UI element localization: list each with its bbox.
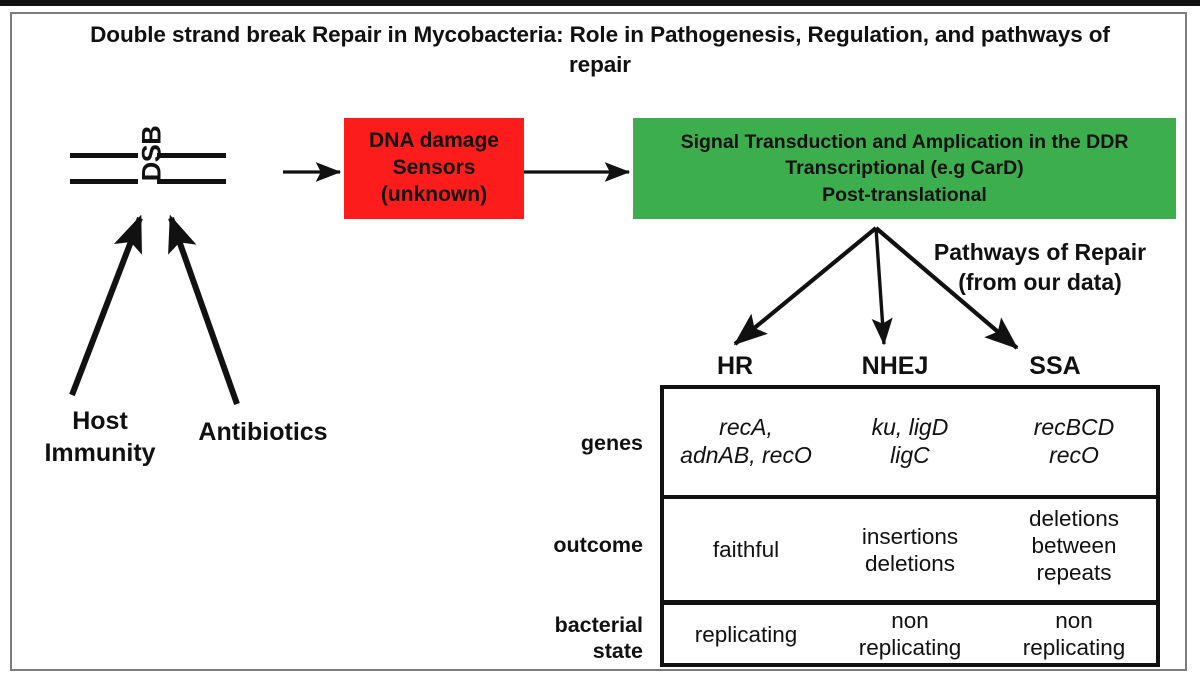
cell-state-nhej: non replicating [828, 605, 992, 663]
cell-outcome-ssa-line-3: repeats [1036, 560, 1112, 585]
pathways-caption-line-2: (from our data) [958, 268, 1122, 295]
cell-outcome-ssa-line-1: deletions [1028, 506, 1120, 531]
dna-damage-sensors-box: DNA damage Sensors (unknown) [344, 118, 524, 219]
figure-title: Double strand break Repair in Mycobacter… [90, 22, 1110, 78]
dna-strand-lower-right [157, 179, 226, 184]
sensor-box-line-3: (unknown) [380, 182, 488, 206]
dna-strand-upper-left [70, 153, 138, 158]
cell-state-ssa: non replicating [992, 605, 1156, 663]
cell-genes-nhej-line-1: ku, ligD [871, 414, 949, 441]
signal-transduction-box: Signal Transduction and Amplication in t… [633, 118, 1176, 219]
pathways-of-repair-caption: Pathways of Repair (from our data) [905, 238, 1175, 298]
row-label-state: state [592, 639, 643, 664]
pathways-comparison-table: recA, adnAB, recO ku, ligD ligC recBCD r… [660, 385, 1160, 667]
column-header-hr: HR [716, 352, 754, 380]
cell-state-nhej-line-1: non [891, 608, 929, 633]
cell-genes-nhej: ku, ligD ligC [828, 389, 992, 495]
dsb-label: DSB [136, 125, 167, 182]
table-row: replicating non replicating non replicat… [664, 605, 1156, 663]
cell-genes-hr-line-2: adnAB, recO [680, 442, 812, 468]
column-header-nhej: NHEJ [861, 352, 929, 380]
cell-state-hr-line-1: replicating [694, 621, 798, 647]
cell-outcome-hr: faithful [664, 499, 828, 600]
cell-genes-hr-line-1: recA, [719, 414, 773, 441]
cell-genes-nhej-line-2: ligC [890, 442, 930, 468]
pathways-caption-line-1: Pathways of Repair [933, 239, 1147, 265]
cell-genes-ssa-line-2: recO [1049, 442, 1099, 468]
antibiotics-label: Antibiotics [198, 418, 328, 446]
cell-genes-ssa-line-1: recBCD [1033, 414, 1115, 441]
cell-outcome-hr-line-1: faithful [712, 537, 780, 562]
cell-outcome-nhej: insertions deletions [828, 499, 992, 600]
signal-box-line-2: Transcriptional (e.g CarD) [785, 157, 1024, 180]
cell-outcome-nhej-line-1: insertions [861, 523, 959, 549]
cell-state-ssa-line-2: replicating [1022, 635, 1126, 660]
dna-strand-upper-right [157, 153, 226, 158]
top-rule-decoration [0, 0, 1200, 6]
sensor-box-line-2: Sensors [392, 156, 476, 180]
table-row: recA, adnAB, recO ku, ligD ligC recBCD r… [664, 389, 1156, 499]
signal-box-line-1: Signal Transduction and Amplication in t… [680, 131, 1129, 154]
row-label-bacterial-state: bacterial state [483, 612, 643, 664]
cell-outcome-ssa: deletions between repeats [992, 499, 1156, 600]
dna-strand-lower-left [70, 179, 138, 184]
cell-outcome-nhej-line-2: deletions [864, 550, 956, 576]
table-row: faithful insertions deletions deletions … [664, 499, 1156, 605]
column-header-ssa: SSA [1029, 352, 1081, 380]
sensor-box-line-1: DNA damage [369, 129, 499, 153]
cell-state-hr: replicating [664, 605, 828, 663]
signal-box-line-3: Post-translational [822, 183, 987, 206]
cell-genes-ssa: recBCD recO [992, 389, 1156, 495]
cell-outcome-ssa-line-2: between [1031, 533, 1117, 558]
host-immunity-label: Host Immunity [44, 407, 156, 467]
cell-genes-hr: recA, adnAB, recO [664, 389, 828, 495]
row-label-outcome: outcome [553, 533, 643, 557]
cell-state-ssa-line-1: non [1055, 608, 1093, 633]
row-label-genes: genes [580, 431, 643, 455]
cell-state-nhej-line-2: replicating [858, 635, 962, 660]
row-label-bacterial: bacterial [554, 613, 643, 637]
